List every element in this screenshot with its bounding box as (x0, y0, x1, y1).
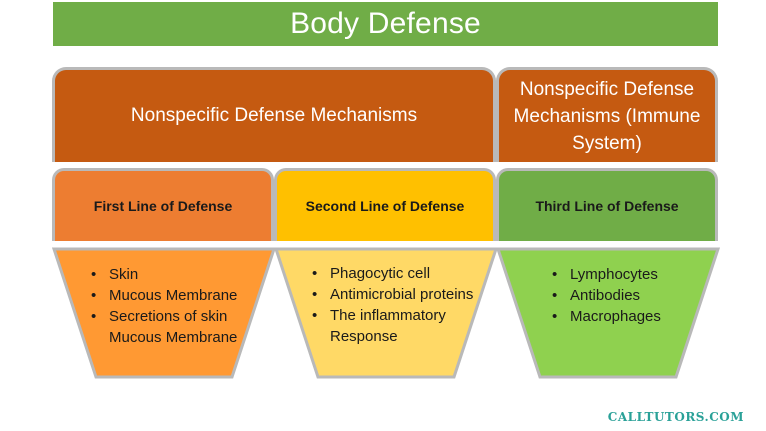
header-immune-system-label: Nonspecific Defense Mechanisms (Immune S… (513, 78, 701, 154)
header-nonspecific-label: Nonspecific Defense Mechanisms (130, 105, 418, 126)
first-line-list: Skin Mucous Membrane Secretions of skin … (89, 264, 259, 348)
third-line-list: Lymphocytes Antibodies Macrophages (550, 264, 700, 327)
list-item: Phagocytic cell (310, 263, 480, 284)
list-item: Skin (89, 264, 259, 285)
list-item: Antibodies (550, 285, 700, 306)
list-item: Lymphocytes (550, 264, 700, 285)
first-line-header: First Line of Defense (52, 168, 274, 241)
third-line-header: Third Line of Defense (496, 168, 718, 241)
second-line-header: Second Line of Defense (274, 168, 496, 241)
list-item: Secretions of skin Mucous Membrane (89, 306, 259, 348)
second-line-label: Second Line of Defense (305, 198, 465, 214)
second-line-list: Phagocytic cell Antimicrobial proteins T… (310, 263, 480, 347)
first-line-label: First Line of Defense (93, 198, 233, 214)
header-nonspecific: Nonspecific Defense Mechanisms (52, 67, 496, 162)
list-item: Mucous Membrane (89, 285, 259, 306)
watermark-logo: CALLTUTORS.COM (607, 410, 744, 424)
list-item: Antimicrobial proteins (310, 284, 480, 305)
third-line-label: Third Line of Defense (535, 198, 679, 214)
header-immune-system: Nonspecific Defense Mechanisms (Immune S… (496, 67, 718, 162)
title-bar: Body Defense (53, 2, 718, 46)
page-title: Body Defense (290, 7, 481, 40)
list-item: The inflammatory Response (310, 305, 480, 347)
list-item: Macrophages (550, 306, 700, 327)
